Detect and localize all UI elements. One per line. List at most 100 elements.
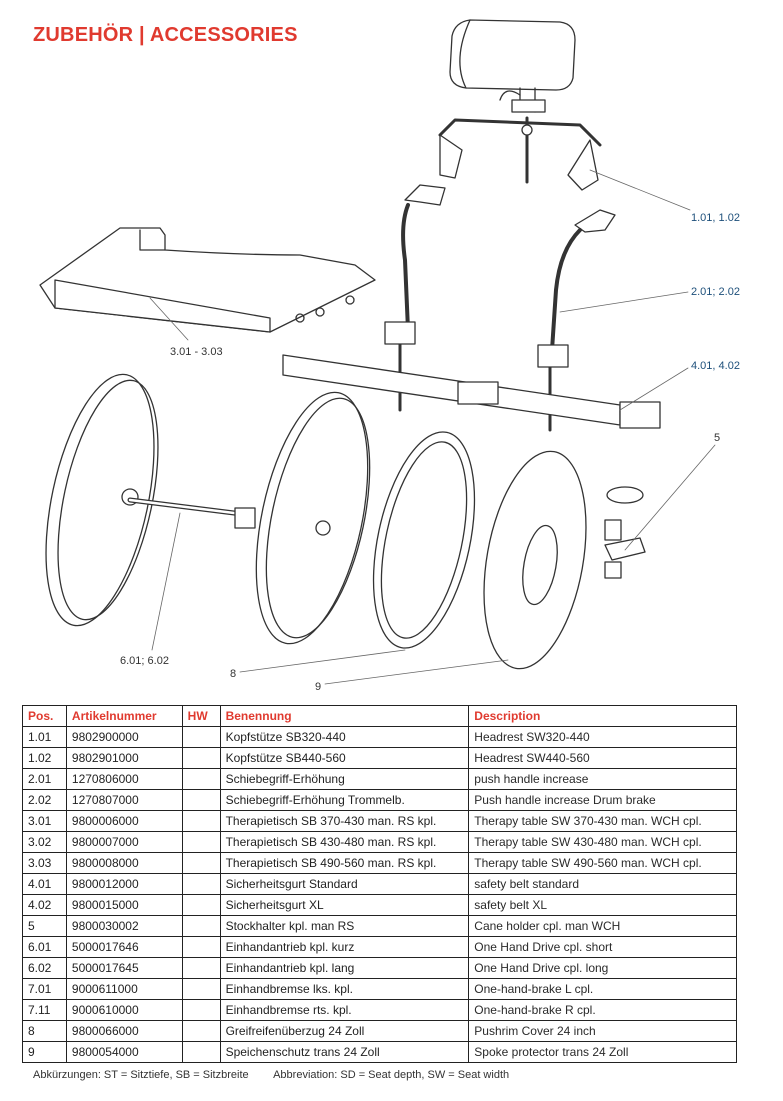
- cell-description: One Hand Drive cpl. long: [468, 957, 737, 979]
- cell-article-number: 5000017646: [65, 936, 183, 958]
- cell-hw: [181, 936, 221, 958]
- spoke-protector-drawing: [483, 450, 587, 670]
- cell-article-number: 9000610000: [65, 999, 183, 1021]
- cell-benennung: Kopfstütze SB320-440: [219, 726, 470, 748]
- cell-article-number: 5000017645: [65, 957, 183, 979]
- cell-article-number: 9802901000: [65, 747, 183, 769]
- page-title: ZUBEHÖR | ACCESSORIES: [33, 24, 298, 46]
- header-hw: HW: [181, 705, 221, 727]
- cell-pos: 3.03: [22, 852, 67, 874]
- cell-benennung: Speichenschutz trans 24 Zoll: [219, 1041, 470, 1063]
- cell-benennung: Einhandbremse lks. kpl.: [219, 978, 470, 1000]
- cell-description: Therapy table SW 370-430 man. WCH cpl.: [468, 810, 737, 832]
- cell-article-number: 9800012000: [65, 873, 183, 895]
- footnote-de: Abkürzungen: ST = Sitztiefe, SB = Sitzbr…: [33, 1069, 249, 1081]
- cell-pos: 8: [22, 1020, 67, 1042]
- cell-hw: [181, 999, 221, 1021]
- cell-description: One-hand-brake R cpl.: [468, 999, 737, 1021]
- callout-safety-belt: 4.01, 4.02: [691, 360, 740, 372]
- callout-push-handle: 2.01; 2.02: [691, 286, 740, 298]
- cell-pos: 2.01: [22, 768, 67, 790]
- cell-description: Cane holder cpl. man WCH: [468, 915, 737, 937]
- cell-benennung: Kopfstütze SB440-560: [219, 747, 470, 769]
- callout-one-hand-drive: 6.01; 6.02: [120, 655, 169, 667]
- cell-description: Push handle increase Drum brake: [468, 789, 737, 811]
- cane-holder-drawing: [604, 486, 646, 579]
- wheel-left-drawing: [45, 373, 256, 627]
- cell-benennung: Sicherheitsgurt Standard: [219, 873, 470, 895]
- accessories-parts-table: Pos. Artikelnummer HW Benennung Descript…: [22, 705, 737, 1063]
- cell-description: safety belt standard: [468, 873, 737, 895]
- cell-article-number: 1270807000: [65, 789, 183, 811]
- cell-description: Spoke protector trans 24 Zoll: [468, 1041, 737, 1063]
- cell-benennung: Therapietisch SB 490-560 man. RS kpl.: [219, 852, 470, 874]
- cell-description: push handle increase: [468, 768, 737, 790]
- headrest-drawing: [438, 19, 602, 191]
- cell-hw: [181, 1041, 221, 1063]
- callout-spoke-protector: 9: [315, 681, 322, 693]
- table-header-row: Pos. Artikelnummer HW Benennung Descript…: [22, 705, 737, 727]
- cell-article-number: 9800006000: [65, 810, 183, 832]
- cell-description: Pushrim Cover 24 inch: [468, 1020, 737, 1042]
- callout-pushrim-cover: 8: [230, 668, 237, 680]
- cell-benennung: Einhandantrieb kpl. lang: [219, 957, 470, 979]
- cell-description: Therapy table SW 490-560 man. WCH cpl.: [468, 852, 737, 874]
- cell-description: One-hand-brake L cpl.: [468, 978, 737, 1000]
- cell-benennung: Greifreifenüberzug 24 Zoll: [219, 1020, 470, 1042]
- cell-article-number: 9800066000: [65, 1020, 183, 1042]
- footnote-en: Abbreviation: SD = Seat depth, SW = Seat…: [273, 1069, 510, 1081]
- cell-article-number: 9800015000: [65, 894, 183, 916]
- cell-benennung: Therapietisch SB 370-430 man. RS kpl.: [219, 810, 470, 832]
- cell-article-number: 9800007000: [65, 831, 183, 853]
- cell-pos: 9: [22, 1041, 67, 1063]
- cell-article-number: 9800008000: [65, 852, 183, 874]
- cell-pos: 3.01: [22, 810, 67, 832]
- cell-pos: 4.01: [22, 873, 67, 895]
- leader-lines: [149, 169, 716, 685]
- therapy-table-drawing: [39, 227, 376, 333]
- callout-therapy-table: 3.01 - 3.03: [170, 346, 223, 358]
- cell-pos: 5: [22, 915, 67, 937]
- pushrim-drawing: [372, 431, 476, 649]
- cell-description: One Hand Drive cpl. short: [468, 936, 737, 958]
- cell-hw: [181, 747, 221, 769]
- cell-pos: 6.01: [22, 936, 67, 958]
- cell-article-number: 9800054000: [65, 1041, 183, 1063]
- header-benennung: Benennung: [219, 705, 470, 727]
- cell-article-number: 9000611000: [65, 978, 183, 1000]
- cell-hw: [181, 1020, 221, 1042]
- cell-benennung: Therapietisch SB 430-480 man. RS kpl.: [219, 831, 470, 853]
- cell-description: Headrest SW440-560: [468, 747, 737, 769]
- cell-hw: [181, 831, 221, 853]
- cell-hw: [181, 873, 221, 895]
- cell-article-number: 1270806000: [65, 768, 183, 790]
- cell-hw: [181, 894, 221, 916]
- header-pos: Pos.: [22, 705, 67, 727]
- callout-headrest: 1.01, 1.02: [691, 212, 740, 224]
- wheel-right-drawing: [255, 391, 371, 645]
- cell-hw: [181, 789, 221, 811]
- cell-pos: 4.02: [22, 894, 67, 916]
- cell-benennung: Stockhalter kpl. man RS: [219, 915, 470, 937]
- cell-pos: 1.02: [22, 747, 67, 769]
- cell-pos: 2.02: [22, 789, 67, 811]
- cell-hw: [181, 978, 221, 1000]
- push-handle-drawing: [384, 184, 616, 432]
- cell-hw: [181, 852, 221, 874]
- cell-hw: [181, 726, 221, 748]
- cell-benennung: Einhandantrieb kpl. kurz: [219, 936, 470, 958]
- cell-article-number: 9800030002: [65, 915, 183, 937]
- callout-cane-holder: 5: [714, 432, 721, 444]
